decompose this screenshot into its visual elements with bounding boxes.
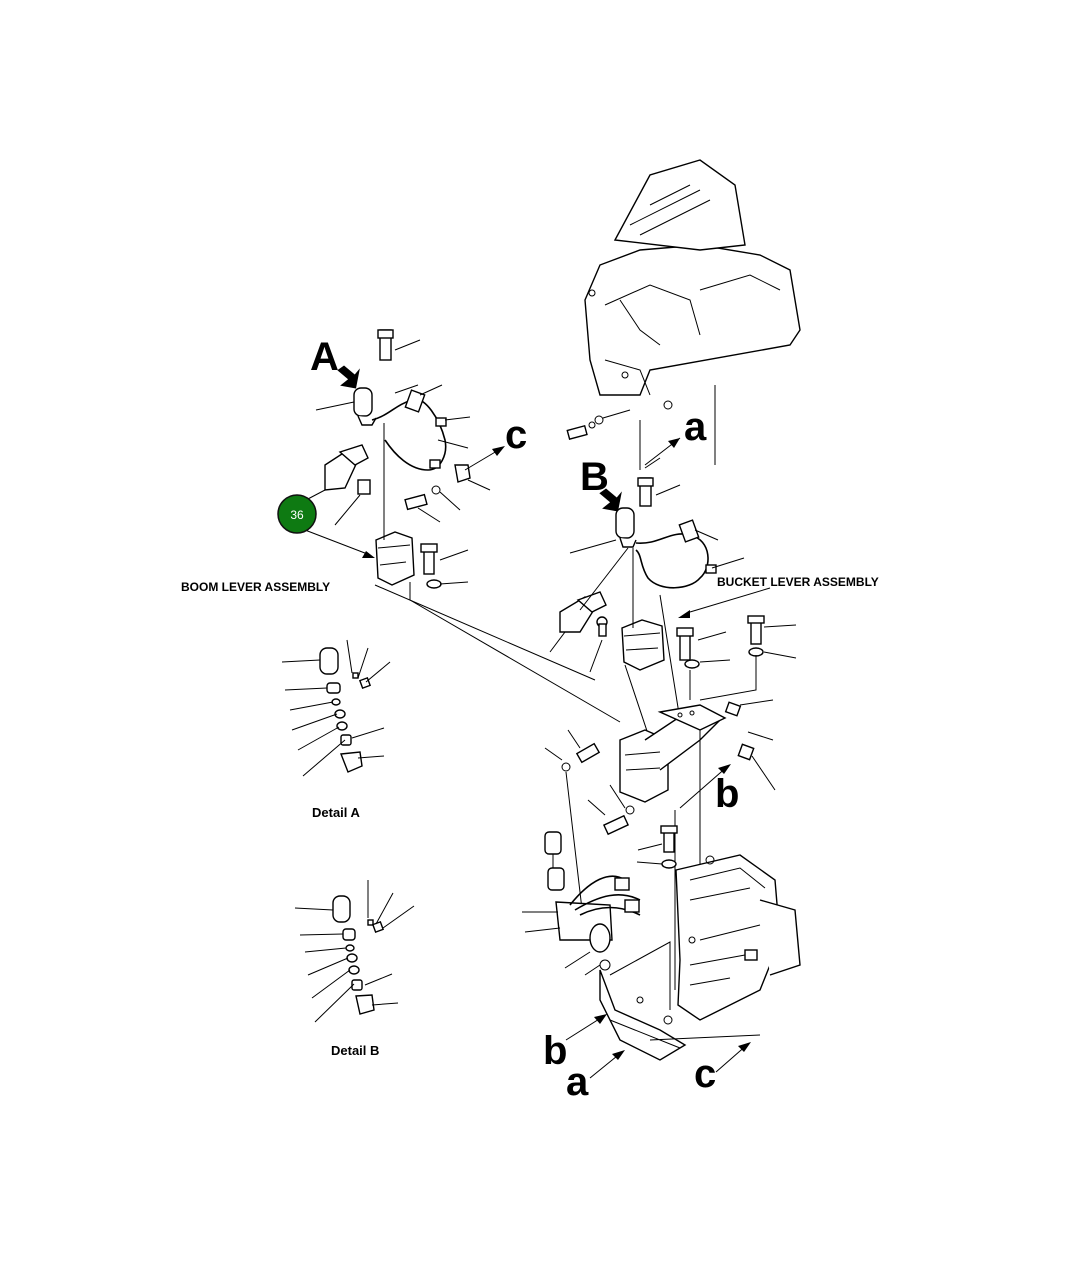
base-frame <box>675 854 801 1021</box>
bucket-bolt-small <box>596 616 608 637</box>
bucket-harness <box>635 533 709 589</box>
connector-label-c-bottom: c <box>694 1052 716 1096</box>
mount-bolt-1 <box>561 742 601 772</box>
boom-bolt-2 <box>404 485 441 511</box>
detail-b-parts <box>332 895 385 1015</box>
bucket-bracket <box>559 591 607 633</box>
callout-circle-icon[interactable]: 36 <box>277 494 317 534</box>
lever-assembly-lower <box>544 831 641 971</box>
view-arrow-icon <box>599 488 622 512</box>
bucket-lever-bolt <box>637 477 654 507</box>
bucket-valve-bolt <box>676 627 694 661</box>
connector-label-a-top: a <box>684 405 707 449</box>
boom-valve-body <box>375 531 415 586</box>
bucket-bolt-right <box>747 615 765 657</box>
connector-label-c-top: c <box>505 413 527 457</box>
connector-c-top-arrow <box>464 446 505 471</box>
detail-b-label: Detail B <box>331 1043 379 1058</box>
bucket-lever-grip <box>615 507 637 548</box>
boom-harness <box>371 398 447 471</box>
boom-valve-bolt <box>420 543 438 575</box>
callout-number: 36 <box>290 508 304 522</box>
boom-assembly-label: BOOM LEVER ASSEMBLY <box>181 580 330 594</box>
mount-bolt-2 <box>602 805 635 836</box>
boom-bracket <box>324 444 369 491</box>
bolt-vertical <box>660 825 678 869</box>
boom-lever-bolt <box>377 329 394 361</box>
connector-label-a-bottom: a <box>566 1060 589 1104</box>
mount-bracket <box>619 704 727 803</box>
view-arrow-icon <box>337 365 360 389</box>
bucket-valve-body <box>621 619 665 671</box>
connector-b-bottom-arrow <box>565 1014 607 1041</box>
boom-clip <box>454 464 471 483</box>
detail-a-label: Detail A <box>312 805 361 820</box>
connector-label-b-mid: b <box>715 772 739 816</box>
console-housing <box>584 159 801 410</box>
detail-a-parts <box>319 647 372 773</box>
connector-label-b-bottom: b <box>543 1029 567 1073</box>
connector-c-bottom-arrow <box>715 1042 751 1073</box>
connector-a-top-arrow <box>644 437 681 466</box>
bucket-assembly-label: BUCKET LEVER ASSEMBLY <box>717 575 879 589</box>
connector-b-mid-arrow <box>679 764 731 809</box>
view-marker-a: A <box>310 335 339 379</box>
connector-a-bottom-arrow <box>589 1050 625 1079</box>
base-plate <box>599 969 687 1061</box>
console-screw <box>566 409 631 441</box>
